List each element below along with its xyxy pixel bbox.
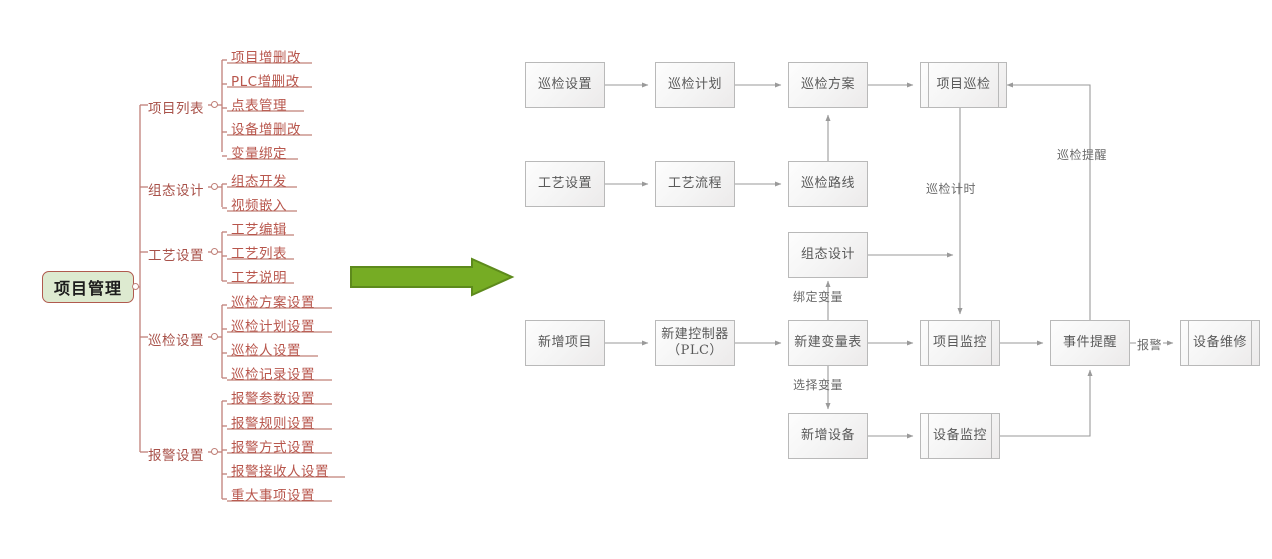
flow-node-新增设备[interactable]: 新增设备 bbox=[788, 413, 868, 459]
flow-node-工艺设置[interactable]: 工艺设置 bbox=[525, 161, 605, 207]
flow-node-设备维修[interactable]: 设备维修 bbox=[1180, 320, 1260, 366]
mindmap-leaf[interactable]: 视频嵌入 bbox=[231, 198, 287, 214]
mindmap-leaf[interactable]: 报警规则设置 bbox=[231, 416, 315, 432]
flow-node-项目监控[interactable]: 项目监控 bbox=[920, 320, 1000, 366]
flow-node-label: 巡检路线 bbox=[800, 176, 855, 191]
green-right-arrow-icon bbox=[350, 257, 515, 297]
flow-edge-label-报警: 报警 bbox=[1136, 336, 1164, 353]
mindmap-leaf[interactable]: 巡检人设置 bbox=[231, 343, 301, 359]
flow-node-新增项目[interactable]: 新增项目 bbox=[525, 320, 605, 366]
mindmap-branch-dot-2[interactable] bbox=[211, 183, 218, 190]
mindmap-branch-项目列表[interactable]: 项目列表 bbox=[148, 101, 204, 117]
mindmap-leaf[interactable]: 工艺编辑 bbox=[231, 222, 287, 238]
flow-edge-label-巡检提醒: 巡检提醒 bbox=[1057, 148, 1108, 162]
mindmap-leaf[interactable]: 巡检记录设置 bbox=[231, 367, 315, 383]
flow-node-label: 巡检方案 bbox=[800, 77, 855, 92]
flow-node-label: 组态设计 bbox=[800, 247, 855, 262]
flow-node-工艺流程[interactable]: 工艺流程 bbox=[655, 161, 735, 207]
mindmap-leaf[interactable]: 点表管理 bbox=[231, 98, 287, 114]
flow-node-label: 工艺设置 bbox=[537, 176, 592, 191]
flow-node-label: 设备监控 bbox=[932, 428, 987, 443]
mindmap-branch-dot-1[interactable] bbox=[211, 101, 218, 108]
flow-edge-label-绑定变量: 绑定变量 bbox=[793, 290, 844, 304]
mindmap-leaf[interactable]: 巡检计划设置 bbox=[231, 319, 315, 335]
flow-node-label-line2: （PLC） bbox=[667, 343, 723, 358]
flow-edge-label-巡检计时: 巡检计时 bbox=[926, 182, 977, 196]
mindmap-leaf[interactable]: 工艺说明 bbox=[231, 270, 287, 286]
mindmap-leaf[interactable]: 巡检方案设置 bbox=[231, 295, 315, 311]
mindmap-leaf[interactable]: 项目增删改 bbox=[231, 50, 301, 66]
flow-node-label: 新增设备 bbox=[800, 428, 855, 443]
flow-node-事件提醒[interactable]: 事件提醒 bbox=[1050, 320, 1130, 366]
flow-node-巡检路线[interactable]: 巡检路线 bbox=[788, 161, 868, 207]
mindmap-leaf[interactable]: 变量绑定 bbox=[231, 146, 287, 162]
mindmap-leaf[interactable]: 工艺列表 bbox=[231, 246, 287, 262]
flow-node-项目巡检[interactable]: 项目巡检 bbox=[920, 62, 1007, 108]
flow-node-巡检设置[interactable]: 巡检设置 bbox=[525, 62, 605, 108]
mindmap-leaf[interactable]: 报警接收人设置 bbox=[231, 464, 329, 480]
mindmap-leaf[interactable]: 报警参数设置 bbox=[231, 391, 315, 407]
mindmap-leaf[interactable]: 组态开发 bbox=[231, 174, 287, 190]
mindmap-branch-dot-3[interactable] bbox=[211, 248, 218, 255]
flow-node-label: 项目巡检 bbox=[936, 77, 991, 92]
mindmap-connectors bbox=[135, 59, 345, 502]
flow-node-label: 巡检设置 bbox=[537, 77, 592, 92]
mindmap-leaf[interactable]: 重大事项设置 bbox=[231, 488, 315, 504]
mindmap-branch-巡检设置[interactable]: 巡检设置 bbox=[148, 333, 204, 349]
flow-node-label: 新增项目 bbox=[537, 335, 592, 350]
mindmap-leaf[interactable]: 报警方式设置 bbox=[231, 440, 315, 456]
flow-node-label: 项目监控 bbox=[932, 335, 987, 350]
flow-node-label: 工艺流程 bbox=[667, 176, 722, 191]
mindmap-branch-报警设置[interactable]: 报警设置 bbox=[148, 448, 204, 464]
mindmap-branch-dot-5[interactable] bbox=[211, 448, 218, 455]
flow-node-新建变量表[interactable]: 新建变量表 bbox=[788, 320, 868, 366]
flow-node-巡检方案[interactable]: 巡检方案 bbox=[788, 62, 868, 108]
mindmap-branch-dot-4[interactable] bbox=[211, 333, 218, 340]
flow-node-label-line1: 新建控制器 bbox=[661, 327, 729, 342]
mindmap-panel: 项目管理 项目列表 组态设计 工艺设置 巡检设置 报警设置 项目增删改 PLC增… bbox=[0, 0, 512, 559]
mindmap-root-node[interactable]: 项目管理 bbox=[42, 271, 134, 303]
mindmap-leaf[interactable]: PLC增删改 bbox=[231, 74, 300, 90]
flow-node-组态设计[interactable]: 组态设计 bbox=[788, 232, 868, 278]
mindmap-leaf[interactable]: 设备增删改 bbox=[231, 122, 301, 138]
flow-node-label: 新建变量表 bbox=[794, 335, 862, 350]
flow-node-label: 巡检计划 bbox=[667, 77, 722, 92]
flow-node-label: 设备维修 bbox=[1192, 335, 1247, 350]
flow-node-巡检计划[interactable]: 巡检计划 bbox=[655, 62, 735, 108]
flow-node-新建控制器[interactable]: 新建控制器 （PLC） bbox=[655, 320, 735, 366]
mindmap-branch-工艺设置[interactable]: 工艺设置 bbox=[148, 248, 204, 264]
flow-edge-label-选择变量: 选择变量 bbox=[793, 378, 844, 392]
mindmap-branch-组态设计[interactable]: 组态设计 bbox=[148, 183, 204, 199]
mindmap-root-collapse-dot[interactable] bbox=[132, 283, 139, 290]
flow-node-label: 事件提醒 bbox=[1062, 335, 1117, 350]
flow-node-设备监控[interactable]: 设备监控 bbox=[920, 413, 1000, 459]
